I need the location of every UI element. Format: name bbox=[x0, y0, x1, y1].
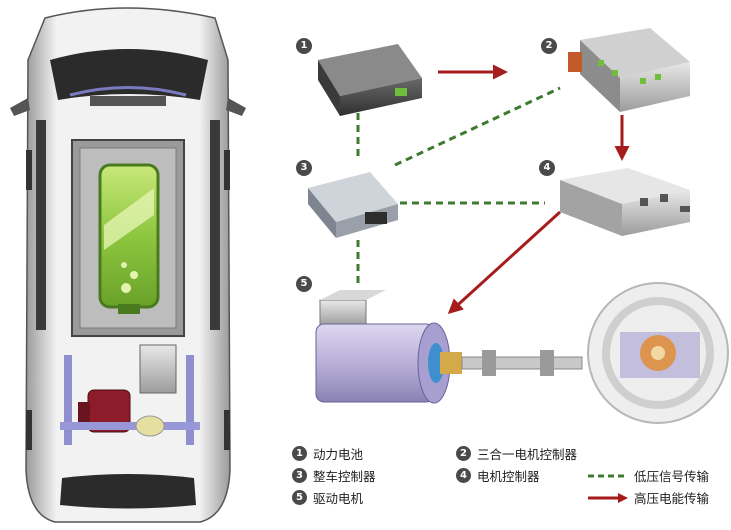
badge-motor-controller: 4 bbox=[539, 160, 555, 176]
vehicle-top-view bbox=[10, 7, 246, 523]
legend-item-5: 5 驱动电机 bbox=[292, 488, 363, 507]
legend-number: 4 bbox=[456, 468, 471, 483]
badge-battery: 1 bbox=[296, 38, 312, 54]
legend-number: 1 bbox=[292, 446, 307, 461]
legend-low-voltage: 低压信号传输 bbox=[588, 466, 709, 485]
vehicle-control-unit bbox=[308, 172, 398, 238]
legend-item-2: 2 三合一电机控制器 bbox=[456, 444, 577, 463]
drive-motor bbox=[315, 290, 462, 404]
legend-label: 驱动电机 bbox=[313, 491, 364, 506]
legend-label: 整车控制器 bbox=[313, 469, 376, 484]
legend-label: 动力电池 bbox=[313, 447, 364, 462]
legend-low-voltage-label: 低压信号传输 bbox=[634, 469, 710, 484]
legend-item-1: 1 动力电池 bbox=[292, 444, 363, 463]
connections bbox=[356, 64, 630, 315]
badge-three-in-one: 2 bbox=[541, 38, 557, 54]
drive-shaft-and-wheel bbox=[461, 282, 729, 424]
legend-label: 三合一电机控制器 bbox=[477, 447, 578, 462]
dashed-green-line-icon bbox=[588, 474, 628, 477]
legend-high-voltage: 高压电能传输 bbox=[588, 488, 709, 507]
legend-label: 电机控制器 bbox=[477, 469, 540, 484]
legend-number: 5 bbox=[292, 490, 307, 505]
motor-controller bbox=[560, 168, 690, 236]
legend-item-3: 3 整车控制器 bbox=[292, 466, 376, 485]
badge-vcu: 3 bbox=[296, 160, 312, 176]
red-arrow-icon bbox=[588, 492, 628, 503]
legend-number: 3 bbox=[292, 468, 307, 483]
badge-drive-motor: 5 bbox=[296, 276, 312, 292]
legend-number: 2 bbox=[456, 446, 471, 461]
battery-icon bbox=[98, 163, 160, 314]
legend-high-voltage-label: 高压电能传输 bbox=[634, 491, 710, 506]
legend-item-4: 4 电机控制器 bbox=[456, 466, 540, 485]
battery-pack bbox=[318, 44, 422, 116]
three-in-one-controller bbox=[568, 28, 690, 112]
vehicle-motor bbox=[78, 389, 131, 433]
